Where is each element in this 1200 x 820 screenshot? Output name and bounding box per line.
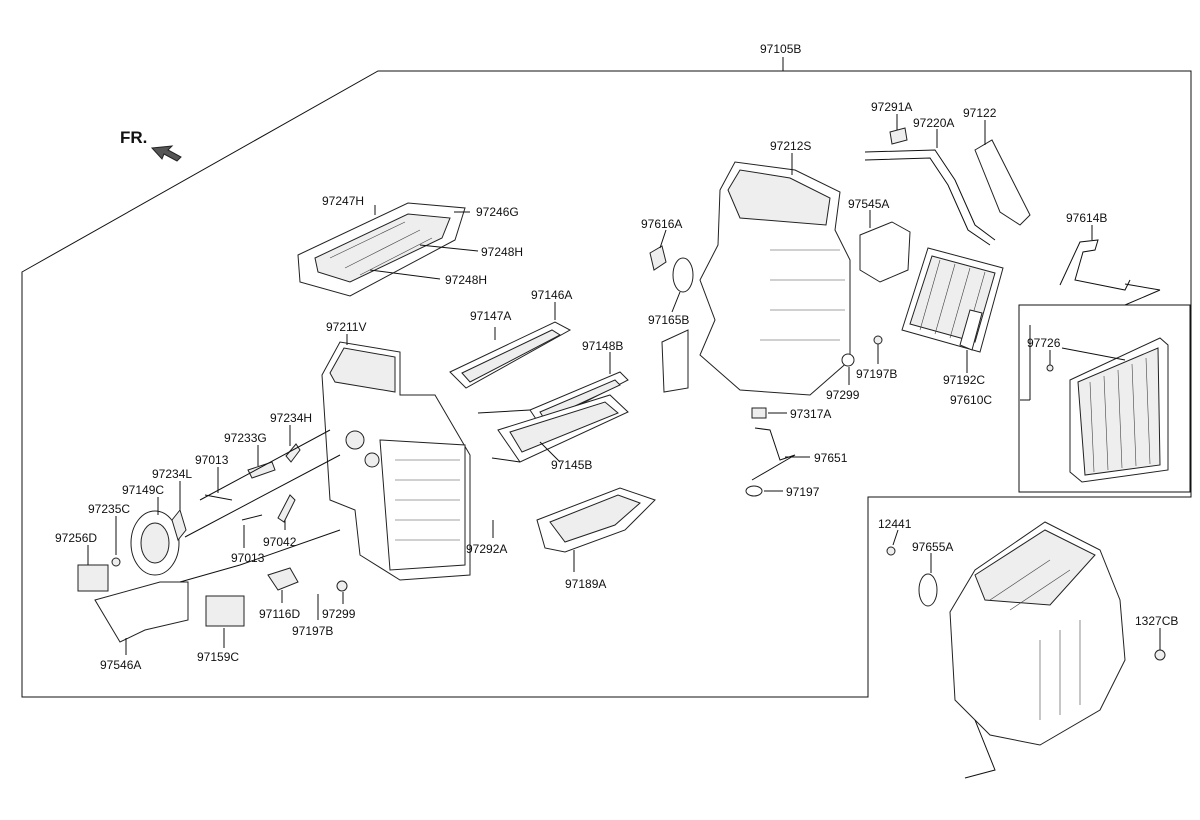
hvac-unit-assembly [949, 521, 1126, 779]
actuator-97256D [77, 564, 109, 592]
label-97233G: 97233G [224, 431, 267, 445]
label-97726: 97726 [1027, 336, 1061, 350]
label-97013-a: 97013 [195, 453, 229, 467]
label-97197B-b: 97197B [292, 624, 333, 638]
grommet-97197 [745, 485, 763, 497]
link-97234L [171, 508, 187, 542]
label-97610C: 97610C [950, 393, 992, 407]
label-97235C: 97235C [88, 502, 130, 516]
seal-97192C [959, 309, 983, 351]
label-97545A: 97545A [848, 197, 889, 211]
label-12441: 12441 [878, 517, 912, 531]
label-97655A: 97655A [912, 540, 953, 554]
label-97116D: 97116D [259, 607, 300, 621]
label-97234H: 97234H [270, 411, 312, 425]
bracket-97616A [649, 245, 667, 271]
label-97212S: 97212S [770, 139, 811, 153]
link-97233G [247, 461, 276, 479]
label-97165B: 97165B [648, 313, 689, 327]
washer-97299-upper [841, 353, 855, 367]
leader-lines [87, 57, 1161, 655]
label-97256D: 97256D [55, 531, 97, 545]
part-labels: 97105B 97291A 97122 97220A 97212S 97545A… [55, 42, 1178, 672]
label-97246G: 97246G [476, 205, 519, 219]
filter-cover-97189A [536, 487, 656, 553]
label-97317A: 97317A [790, 407, 831, 421]
cover-97122 [974, 139, 1031, 226]
label-97292A: 97292A [466, 542, 507, 556]
clip-97235C [111, 557, 121, 567]
label-97192C: 97192C [943, 373, 985, 387]
label-97013-b: 97013 [231, 551, 265, 565]
actuator-97159C [205, 595, 245, 627]
label-97247H: 97247H [322, 194, 364, 208]
label-97159C: 97159C [197, 650, 239, 664]
evaporator-case-97212S [699, 161, 851, 396]
rod-97013 [204, 494, 263, 521]
blower-motor-97149C [130, 510, 180, 576]
washer-97299-lower [336, 580, 348, 592]
door-assembly-97148B [529, 371, 629, 426]
label-97122: 97122 [963, 106, 997, 120]
bracket-97291A [889, 127, 908, 145]
label-97211V: 97211V [326, 320, 366, 334]
label-97042: 97042 [263, 535, 297, 549]
clip-97317A [751, 407, 767, 419]
bracket-left-97212S [661, 329, 689, 393]
duct-97545A [859, 221, 911, 283]
label-97197B-a: 97197B [856, 367, 897, 381]
bolt-12441 [886, 546, 896, 556]
link-97042 [277, 494, 296, 523]
assembly-frame-outline [21, 70, 1192, 698]
label-97147A: 97147A [470, 309, 511, 323]
label-97189A: 97189A [565, 577, 606, 591]
screw-97726 [1046, 364, 1054, 372]
upper-case-cover-97247H [297, 202, 466, 297]
heater-core-97610C [1069, 337, 1169, 483]
lever-97116D [267, 567, 299, 591]
nut-1327CB [1154, 649, 1166, 661]
label-97105B: 97105B [760, 42, 801, 56]
label-97651: 97651 [814, 451, 848, 465]
label-97546A: 97546A [100, 658, 141, 672]
bracket-97614B [1059, 239, 1131, 291]
seal-97165B [672, 257, 694, 293]
door-assembly-97145B [497, 394, 629, 463]
label-97248H-a: 97248H [481, 245, 523, 259]
main-case-97211V [321, 341, 471, 581]
label-97291A: 97291A [871, 100, 912, 114]
label-97299-a: 97299 [826, 388, 860, 402]
label-97299-b: 97299 [322, 607, 356, 621]
label-97148B: 97148B [582, 339, 623, 353]
label-97145B: 97145B [551, 458, 592, 472]
label-97149C: 97149C [122, 483, 164, 497]
duct-97546A [94, 581, 189, 643]
front-direction-label: FR. [120, 128, 147, 147]
label-1327CB: 1327CB [1135, 614, 1178, 628]
label-97146A: 97146A [531, 288, 572, 302]
label-97220A: 97220A [913, 116, 954, 130]
seal-97655A [918, 573, 938, 607]
front-direction-arrow-icon [150, 145, 182, 162]
label-97234L: 97234L [152, 467, 192, 481]
label-97248H-b: 97248H [445, 273, 487, 287]
hose-97651 [751, 427, 796, 481]
label-97197: 97197 [786, 485, 820, 499]
label-97616A: 97616A [641, 217, 682, 231]
label-97614B: 97614B [1066, 211, 1107, 225]
door-assembly-97147A [449, 321, 572, 389]
